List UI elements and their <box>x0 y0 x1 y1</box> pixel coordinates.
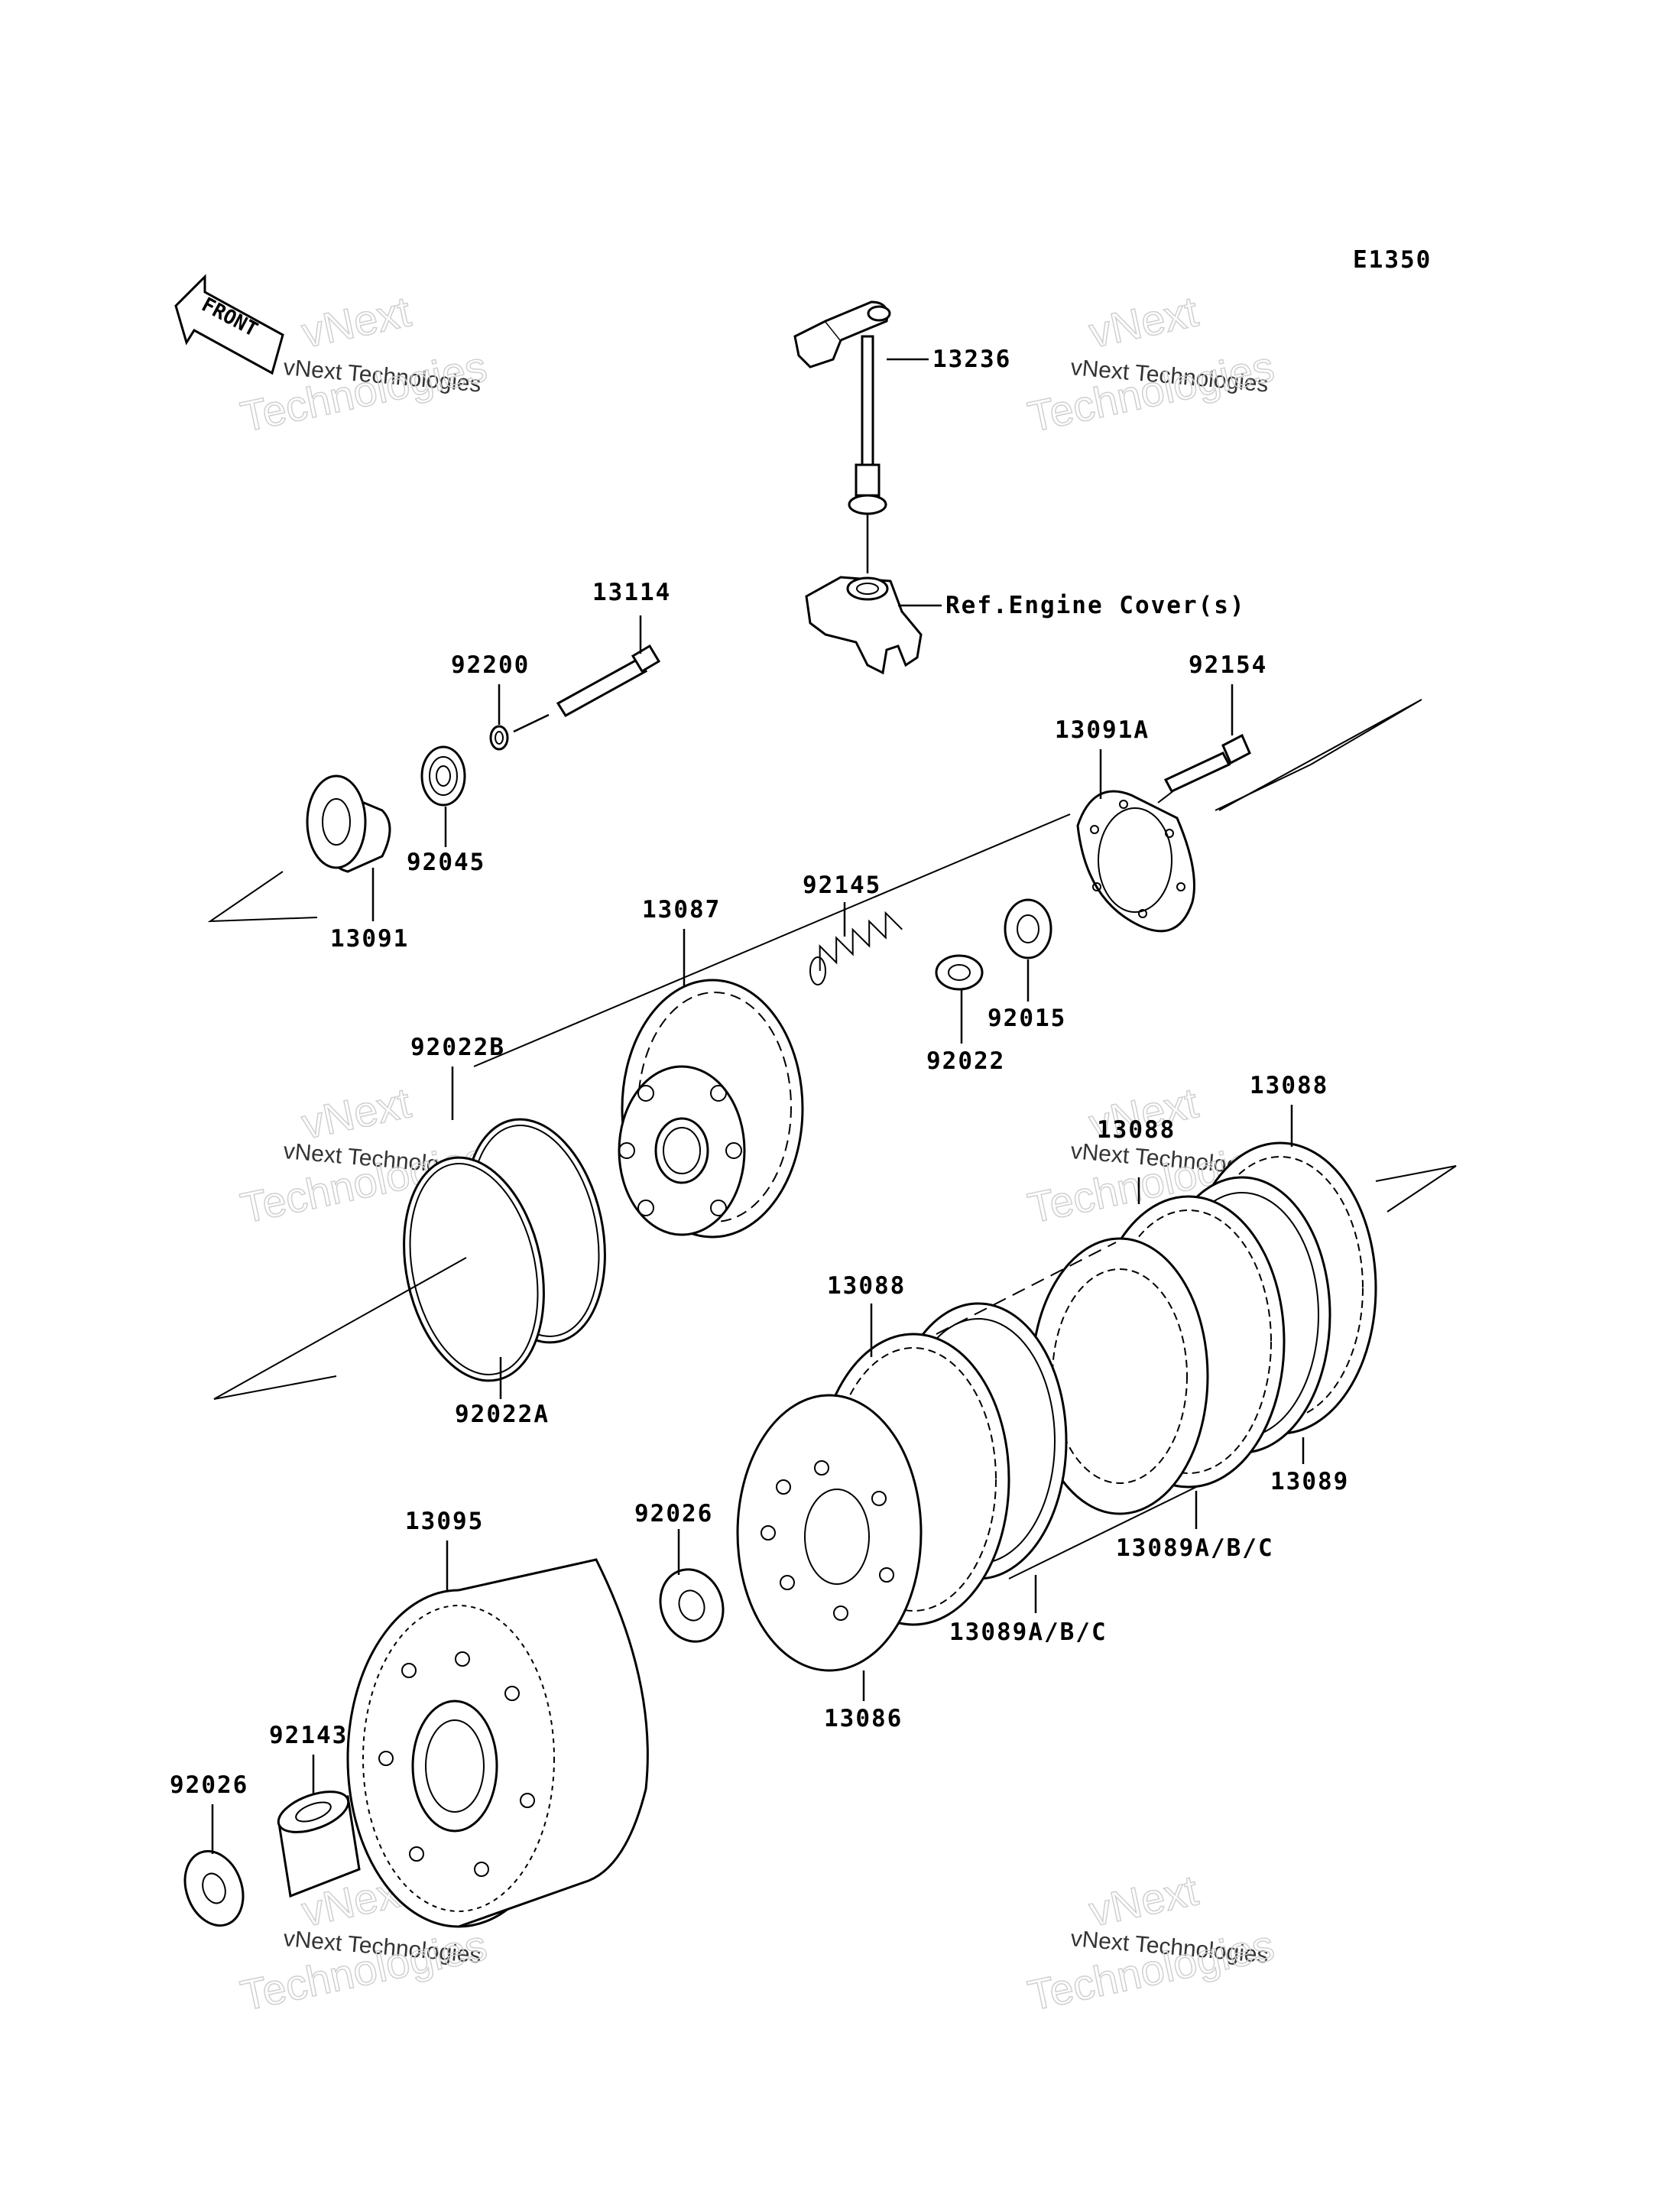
clutch-housing-13095 <box>346 1558 649 1928</box>
engine-cover-ref <box>805 576 923 675</box>
watermark-top-right: vNext vNext Technologies Technologies <box>1023 287 1279 442</box>
callout-13088-mid: 13088 <box>1097 1116 1176 1144</box>
callout-13089: 13089 <box>1270 1468 1349 1495</box>
diagram-code: E1350 <box>1353 246 1432 274</box>
callout-13236: 13236 <box>932 346 1011 373</box>
axis-arrow-left-mid <box>213 1257 467 1400</box>
axis-arrow-right-mid <box>1375 1165 1457 1213</box>
callout-92022B: 92022B <box>410 1034 505 1061</box>
callout-92015: 92015 <box>988 1005 1066 1032</box>
bolt-92154 <box>1163 733 1251 793</box>
lifter-13091 <box>306 774 391 873</box>
svg-text:vNext: vNext <box>1085 1865 1202 1935</box>
nut-92015 <box>1004 898 1052 959</box>
callout-13095: 13095 <box>405 1508 484 1535</box>
bearing-92045 <box>420 745 466 807</box>
spring-92145 <box>809 911 903 985</box>
washer-92022 <box>935 954 984 991</box>
washer-92026-mid <box>659 1568 725 1643</box>
svg-text:vNext: vNext <box>1085 287 1202 356</box>
center-axis <box>473 813 1071 1067</box>
pressure-plate-13086 <box>736 1394 923 1672</box>
washer-92026-left <box>183 1849 245 1927</box>
axis-arrow-left-top <box>207 871 318 923</box>
callout-13114: 13114 <box>592 579 671 606</box>
ring-92022A <box>403 1156 545 1382</box>
callout-92026-mid: 92026 <box>634 1500 713 1528</box>
release-shaft-13236 <box>793 300 891 573</box>
callout-13088-top: 13088 <box>1250 1072 1328 1099</box>
clutch-hub-13087 <box>618 979 804 1239</box>
callout-13089ABC-right: 13089A/B/C <box>1116 1534 1274 1562</box>
callout-92154: 92154 <box>1189 651 1267 679</box>
callout-92143: 92143 <box>269 1722 348 1749</box>
callout-92145: 92145 <box>803 872 881 899</box>
callout-13086: 13086 <box>824 1705 903 1732</box>
ring-92200 <box>489 725 509 751</box>
callout-13089ABC-left: 13089A/B/C <box>949 1618 1108 1646</box>
callout-13088-left: 13088 <box>827 1272 906 1300</box>
callout-92045: 92045 <box>407 849 485 876</box>
callout-13091: 13091 <box>330 925 409 953</box>
callout-13087: 13087 <box>642 896 721 924</box>
axis-arrow-right-top <box>1218 699 1422 811</box>
front-arrow-icon: FRONT <box>174 274 284 375</box>
callout-92022: 92022 <box>926 1047 1005 1075</box>
callout-92022A: 92022A <box>455 1401 550 1428</box>
watermark-bottom-right: vNext vNext Technologies Technologies <box>1023 1865 1279 2021</box>
svg-text:vNext: vNext <box>297 1078 415 1148</box>
svg-text:vNext: vNext <box>297 287 415 356</box>
callout-92200: 92200 <box>451 651 530 679</box>
sleeve-92143 <box>277 1791 361 1898</box>
callout-13091A: 13091A <box>1055 716 1150 744</box>
pushrod-13114 <box>556 644 661 718</box>
plate-13091A <box>1076 790 1195 933</box>
callout-92026-left: 92026 <box>170 1771 248 1799</box>
reference-note: Ref.Engine Cover(s) <box>945 592 1246 619</box>
svg-text:Technologies: Technologies <box>1023 342 1278 441</box>
